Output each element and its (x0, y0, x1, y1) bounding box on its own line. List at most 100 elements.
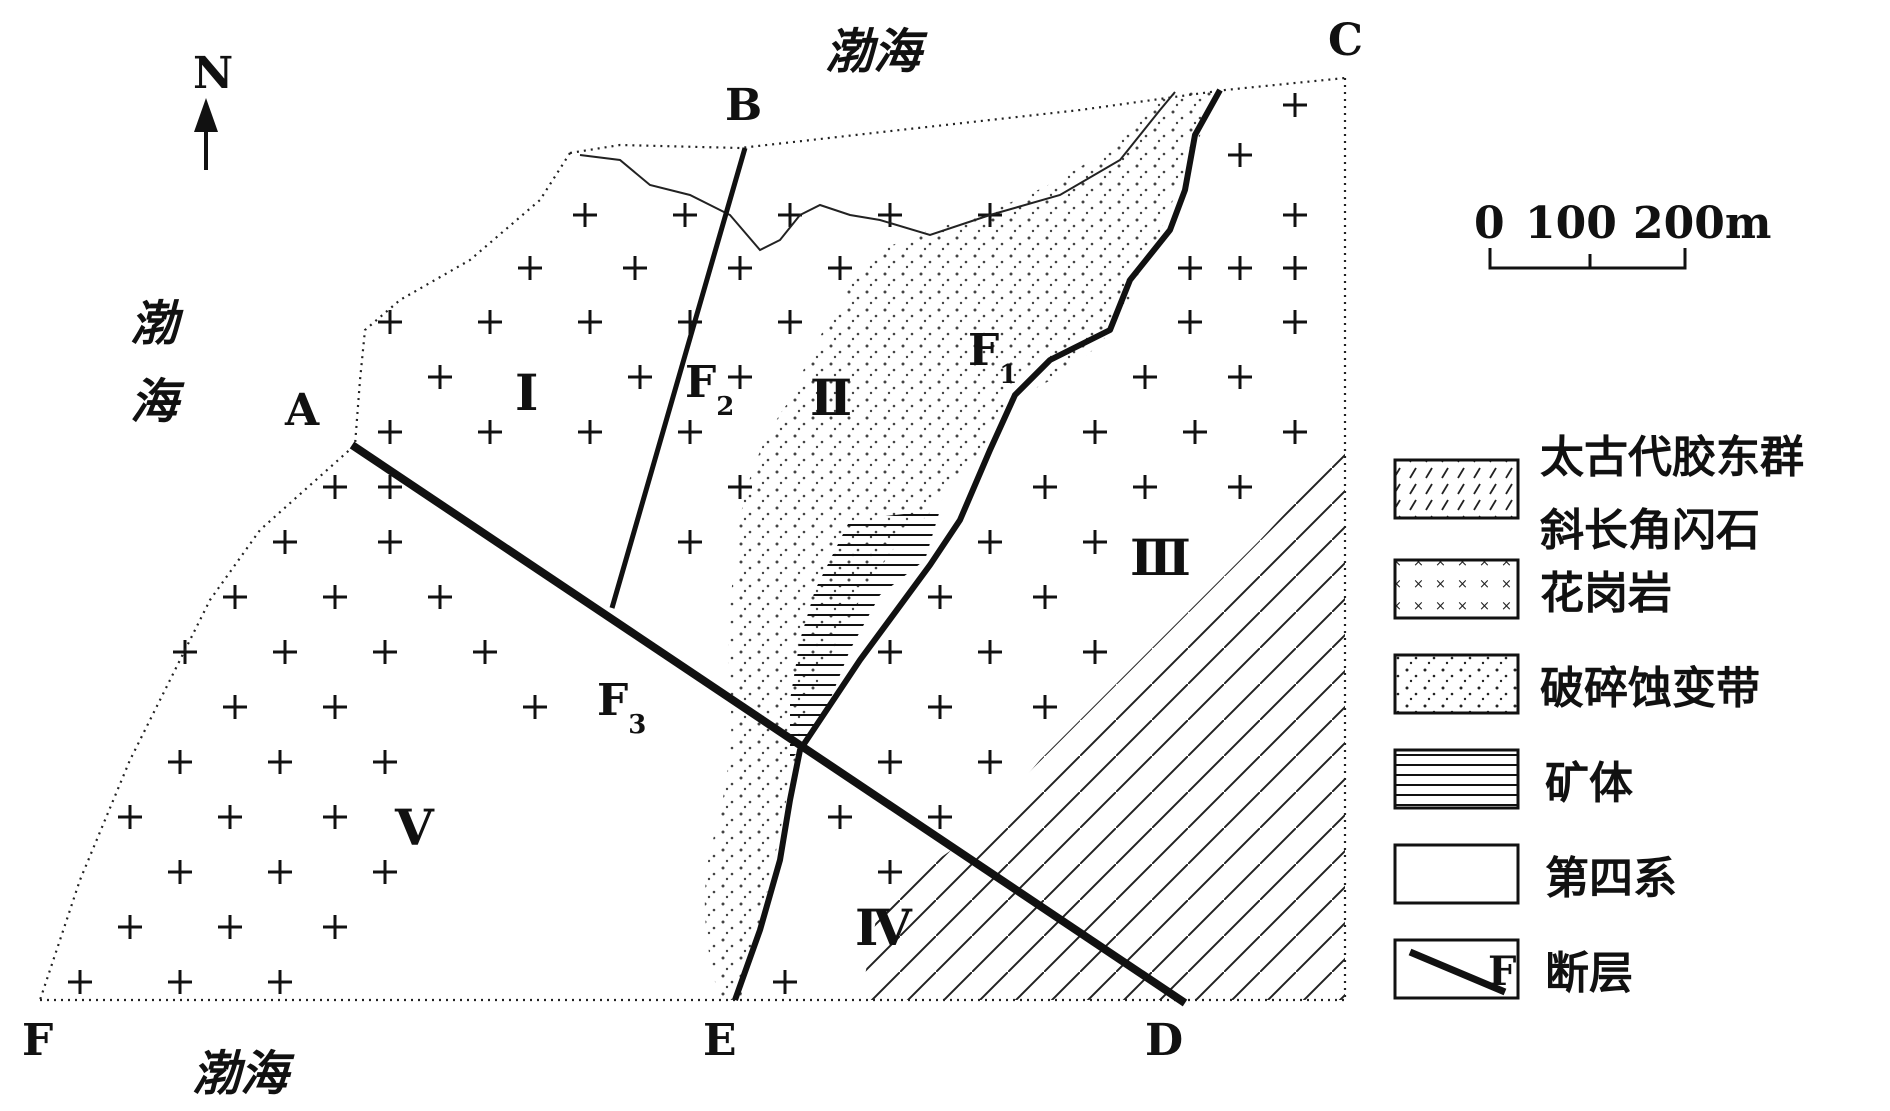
fault-f1 (732, 88, 1223, 1002)
plus-symbol (523, 695, 547, 719)
fault-f2 (609, 147, 748, 609)
legend-label-alteration: 破碎蚀变带 (1540, 663, 1760, 714)
plus-symbol (268, 860, 292, 884)
plus-symbol (273, 530, 297, 554)
plus-symbol (673, 203, 697, 227)
plus-symbol (1228, 475, 1252, 499)
plus-symbol (623, 256, 647, 280)
scale-label-0: 0 (1474, 198, 1505, 249)
sea-label-north: 渤海 (825, 24, 928, 80)
legend-swatch-alteration (1393, 653, 1520, 715)
plus-symbol (1283, 93, 1307, 117)
plus-symbol (1283, 256, 1307, 280)
plus-symbol (168, 750, 192, 774)
plus-symbol (323, 585, 347, 609)
legend: 太古代胶东群 斜长角闪石 花岗岩 破碎蚀变带 矿体 第四系 F 断层 (1393, 432, 1804, 1000)
plus-symbol (1133, 365, 1157, 389)
zone-label-2: Ⅱ (810, 368, 852, 427)
plus-symbol (1228, 143, 1252, 167)
plus-symbol (1283, 310, 1307, 334)
corner-label-e: E (703, 1015, 737, 1066)
fault-f3 (349, 441, 1188, 1007)
plus-symbol (778, 310, 802, 334)
plus-symbol (428, 585, 452, 609)
plus-symbol (728, 256, 752, 280)
plus-symbol (928, 585, 952, 609)
legend-label-ore: 矿体 (1545, 758, 1633, 809)
zone-label-1: Ⅰ (515, 363, 538, 422)
plus-symbol (878, 860, 902, 884)
plus-symbol (928, 695, 952, 719)
plus-symbol (378, 420, 402, 444)
fault-label-f3: F3 (597, 675, 646, 740)
compass-label: N (193, 48, 233, 99)
plus-symbol (1033, 695, 1057, 719)
sea-label-west-bottom: 海 (130, 374, 185, 430)
plus-symbol (218, 915, 242, 939)
fault-label-f2: F2 (685, 357, 734, 422)
plus-symbol (1283, 420, 1307, 444)
scale-label-100: 100 (1525, 198, 1617, 249)
plus-symbol (1178, 256, 1202, 280)
zone-label-5: Ⅴ (394, 798, 435, 857)
plus-symbol (678, 530, 702, 554)
plus-symbol (978, 750, 1002, 774)
sea-label-west-top: 渤 (130, 296, 184, 352)
plus-symbol (1133, 475, 1157, 499)
plus-symbol (578, 310, 602, 334)
plus-symbol (378, 310, 402, 334)
corner-label-f: F (22, 1015, 53, 1066)
plus-symbol (323, 475, 347, 499)
plus-symbol (518, 256, 542, 280)
plus-symbol (1178, 310, 1202, 334)
plus-symbol (578, 420, 602, 444)
legend-swatch-gneiss (1393, 458, 1520, 520)
plus-symbol (68, 970, 92, 994)
corner-label-d: D (1145, 1015, 1183, 1066)
zone-label-4: Ⅳ (855, 898, 913, 957)
plus-symbol (218, 805, 242, 829)
coastline-north (569, 76, 1346, 155)
plus-symbol (378, 530, 402, 554)
plus-symbol (878, 640, 902, 664)
plus-symbol (323, 915, 347, 939)
plus-symbol (373, 640, 397, 664)
legend-label-gneiss-2: 斜长角闪石 (1540, 505, 1760, 556)
plus-symbol (1033, 585, 1057, 609)
plus-symbol (628, 365, 652, 389)
plus-symbol (173, 640, 197, 664)
plus-symbol (678, 420, 702, 444)
plus-symbol (168, 970, 192, 994)
granite-pluses (68, 93, 1307, 994)
plus-symbol (478, 420, 502, 444)
legend-label-fault: 断层 (1545, 948, 1633, 999)
scale-bar: 0 100 200m (1474, 198, 1771, 270)
corner-label-a: A (284, 385, 320, 436)
corner-label-b: B (725, 80, 762, 131)
plus-symbol (778, 203, 802, 227)
plus-symbol (223, 695, 247, 719)
legend-fault-line (1408, 948, 1507, 996)
legend-label-gneiss-1: 太古代胶东群 (1540, 432, 1804, 483)
plus-symbol (878, 750, 902, 774)
fault-label-f1: F1 (968, 325, 1017, 390)
plus-symbol (928, 805, 952, 829)
sea-label-south: 渤海 (192, 1046, 295, 1102)
plus-symbol (1228, 365, 1252, 389)
plus-symbol (268, 750, 292, 774)
plus-symbol (978, 530, 1002, 554)
legend-label-granite: 花岗岩 (1540, 568, 1672, 619)
north-arrow-icon (194, 98, 218, 170)
plus-symbol (268, 970, 292, 994)
plus-symbol (478, 310, 502, 334)
legend-label-quaternary: 第四系 (1545, 853, 1677, 904)
plus-symbol (828, 256, 852, 280)
alteration-zone (704, 90, 1220, 1000)
plus-symbol (1228, 256, 1252, 280)
corner-label-c: C (1328, 15, 1363, 66)
plus-symbol (1083, 640, 1107, 664)
plus-symbol (1283, 203, 1307, 227)
plus-symbol (118, 915, 142, 939)
plus-symbol (828, 805, 852, 829)
